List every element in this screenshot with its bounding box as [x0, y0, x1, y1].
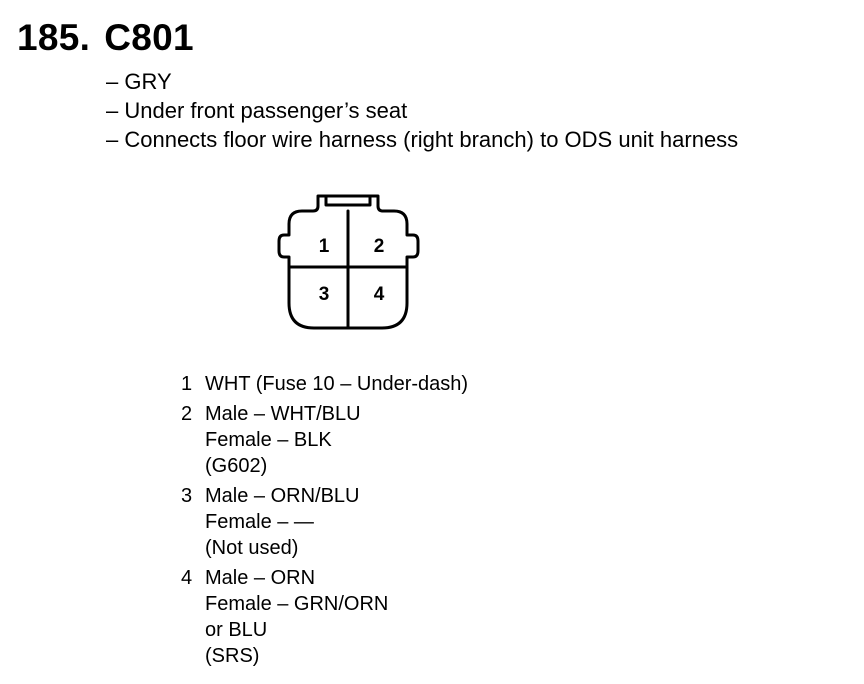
- connector-description: – Connects floor wire harness (right bra…: [106, 127, 739, 152]
- pin-item: 4 Male – ORN Female – GRN/ORN or BLU (SR…: [181, 565, 468, 669]
- connector-info: – GRY – Under front passenger’s seat – C…: [106, 67, 738, 154]
- pin-wire-line: WHT (Fuse 10 – Under-dash): [205, 373, 469, 395]
- cell-label-1: 1: [319, 236, 330, 257]
- connector-title: 185. C801: [17, 14, 194, 62]
- pin-number: 4: [181, 567, 193, 589]
- pin-item: 1 WHT (Fuse 10 – Under-dash): [181, 371, 468, 397]
- connector-housing-outline: [277, 194, 420, 330]
- pin-wire-line: Male – WHT/BLU: [205, 403, 361, 425]
- pin-item: 2 Male – WHT/BLU Female – BLK (G602): [181, 401, 468, 479]
- pin-wire-line: Female – —: [205, 511, 314, 533]
- pin-wire-line: or BLU: [205, 619, 268, 641]
- pin-wire-line: (G602): [205, 455, 268, 477]
- pin-wire-line: Female – BLK: [205, 429, 332, 451]
- cell-label-2: 2: [374, 236, 385, 257]
- pin-number: 1: [181, 373, 193, 395]
- pin-wire-line: Male – ORN: [205, 567, 316, 589]
- cell-label-4: 4: [374, 284, 385, 305]
- connector-id: C801: [104, 17, 194, 58]
- pin-item: 3 Male – ORN/BLU Female – — (Not used): [181, 483, 468, 561]
- connector-latch: [324, 194, 372, 207]
- pin-number: 3: [181, 485, 193, 507]
- connector-face-diagram: 1 2 3 4: [277, 194, 420, 330]
- pin-wire-line: Male – ORN/BLU: [205, 485, 360, 507]
- pin-wire-line: Female – GRN/ORN: [205, 593, 389, 615]
- pin-number: 2: [181, 403, 193, 425]
- connector-number: 185.: [17, 17, 91, 58]
- pin-list: 1 WHT (Fuse 10 – Under-dash) 2 Male – WH…: [181, 371, 468, 673]
- connector-color: – GRY: [106, 69, 172, 94]
- cell-label-3: 3: [319, 284, 330, 305]
- pin-wire-line: (SRS): [205, 645, 260, 667]
- connector-location: – Under front passenger’s seat: [106, 98, 408, 123]
- pin-wire-line: (Not used): [205, 537, 299, 559]
